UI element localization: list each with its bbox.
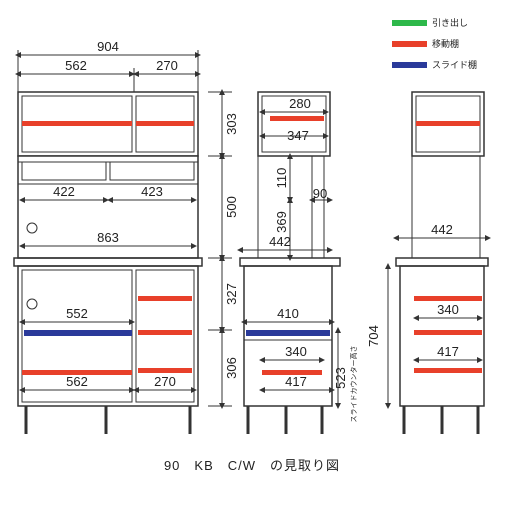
- side-lower-depth: 410: [277, 306, 299, 321]
- front-upper-left-movable-shelf: [22, 121, 132, 126]
- legend: 引き出し 移動棚 スライド棚: [392, 17, 477, 70]
- side-lower-movable-shelf: [262, 370, 322, 375]
- legend-swatch-drawer: [392, 20, 427, 26]
- front-upper-height: 303: [224, 113, 239, 135]
- front-lower-right-shelf-2: [138, 330, 192, 335]
- front-middle-right-width: 423: [141, 184, 163, 199]
- front-lower-right-shelf-3: [138, 368, 192, 373]
- side-lower-shelf-depth2: 417: [285, 374, 307, 389]
- front-hinge-icon-lower: [26, 298, 38, 310]
- front-shelves: [22, 121, 194, 375]
- right-counter-depth: 442: [431, 222, 453, 237]
- right-shelf-depth2: 417: [437, 344, 459, 359]
- right-lower-shelf-2: [414, 330, 482, 335]
- side-lower-shelf-depth: 340: [285, 344, 307, 359]
- front-upper-right-movable-shelf: [136, 121, 194, 126]
- front-counter-width: 863: [97, 230, 119, 245]
- front-lower-bottom-height: 306: [224, 357, 239, 379]
- side-slide-shelf: [246, 330, 330, 336]
- legend-swatch-movable-shelf: [392, 41, 427, 47]
- right-shelves: [414, 121, 482, 373]
- side-counter-depth: 442: [269, 234, 291, 249]
- side-slide-label: スライドカウンター高さ: [349, 346, 358, 423]
- front-lower-left-movable-shelf: [22, 370, 132, 375]
- right-upper-movable-shelf: [416, 121, 480, 126]
- legend-swatch-slide-shelf: [392, 62, 427, 68]
- front-middle-height: 500: [224, 196, 239, 218]
- front-lower-right-width: 270: [154, 374, 176, 389]
- front-lower-left-width: 562: [66, 374, 88, 389]
- side-inner-height: 369: [274, 211, 289, 233]
- side-upper-shelf-depth: 347: [287, 128, 309, 143]
- right-lower-shelf-3: [414, 368, 482, 373]
- right-shelf-depth: 340: [437, 302, 459, 317]
- front-lower-right-shelf-1: [138, 296, 192, 301]
- front-lower-slide-width: 552: [66, 306, 88, 321]
- legend-label-slide-shelf: スライド棚: [432, 59, 477, 70]
- front-middle-left-width: 422: [53, 184, 75, 199]
- legend-label-movable-shelf: 移動棚: [432, 38, 459, 49]
- front-overall-width: 904: [97, 39, 119, 54]
- front-slide-shelf: [24, 330, 132, 336]
- front-lower-height: 327: [224, 283, 239, 305]
- side-upper-depth: 280: [289, 96, 311, 111]
- front-hinge-icon: [26, 222, 38, 234]
- front-upper-right-width: 270: [156, 58, 178, 73]
- side-view: [237, 91, 341, 434]
- right-lower-height: 704: [366, 325, 381, 347]
- legend-label-drawer: 引き出し: [432, 17, 468, 28]
- front-upper-left-width: 562: [65, 58, 87, 73]
- right-view: [385, 91, 491, 434]
- side-small-depth: 90: [313, 186, 327, 201]
- right-lower-shelf-1: [414, 296, 482, 301]
- diagram-caption: 90 KB C/W の見取り図: [164, 458, 340, 473]
- front-view: [13, 50, 232, 434]
- side-niche-height: 110: [274, 168, 289, 189]
- side-slide-height: 523: [333, 367, 348, 389]
- side-upper-movable-shelf: [270, 116, 324, 121]
- side-shelves: [246, 116, 330, 375]
